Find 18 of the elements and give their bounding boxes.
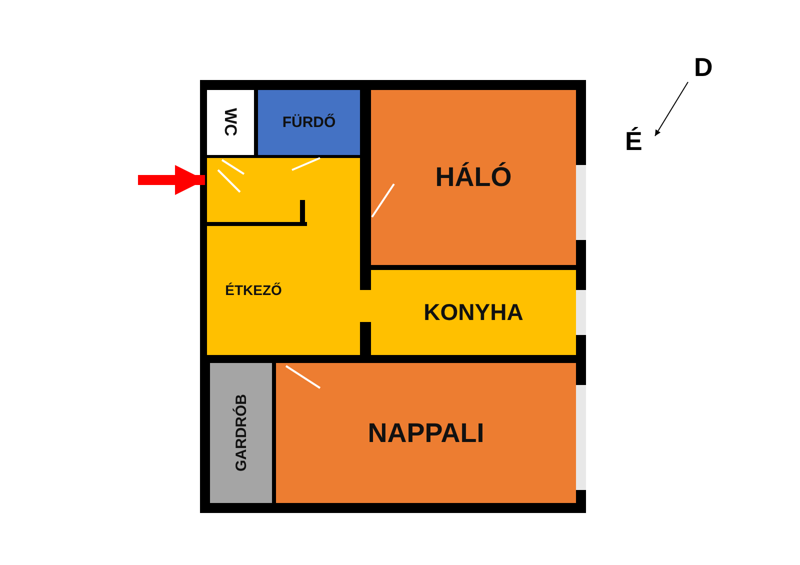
room-area: [276, 363, 576, 503]
room-area: [371, 270, 576, 355]
compass-letter: D: [694, 54, 713, 80]
room-area: [207, 90, 254, 155]
room-label: NAPPALI: [368, 420, 484, 446]
compass-letter: É: [625, 128, 642, 154]
room-area: [258, 90, 360, 155]
entrance-arrow: [138, 165, 205, 195]
room-label: HÁLÓ: [435, 164, 512, 191]
room-label: GARDRÓB: [234, 394, 248, 472]
room-label: KONYHA: [424, 301, 524, 324]
room-label: WC: [222, 108, 239, 137]
room-area: [371, 90, 576, 265]
room-area: [207, 224, 360, 355]
room-label: FÜRDŐ: [282, 115, 336, 130]
room-label: ÉTKEZŐ: [225, 282, 282, 296]
room-area: [210, 363, 272, 503]
room-area: [207, 158, 360, 224]
